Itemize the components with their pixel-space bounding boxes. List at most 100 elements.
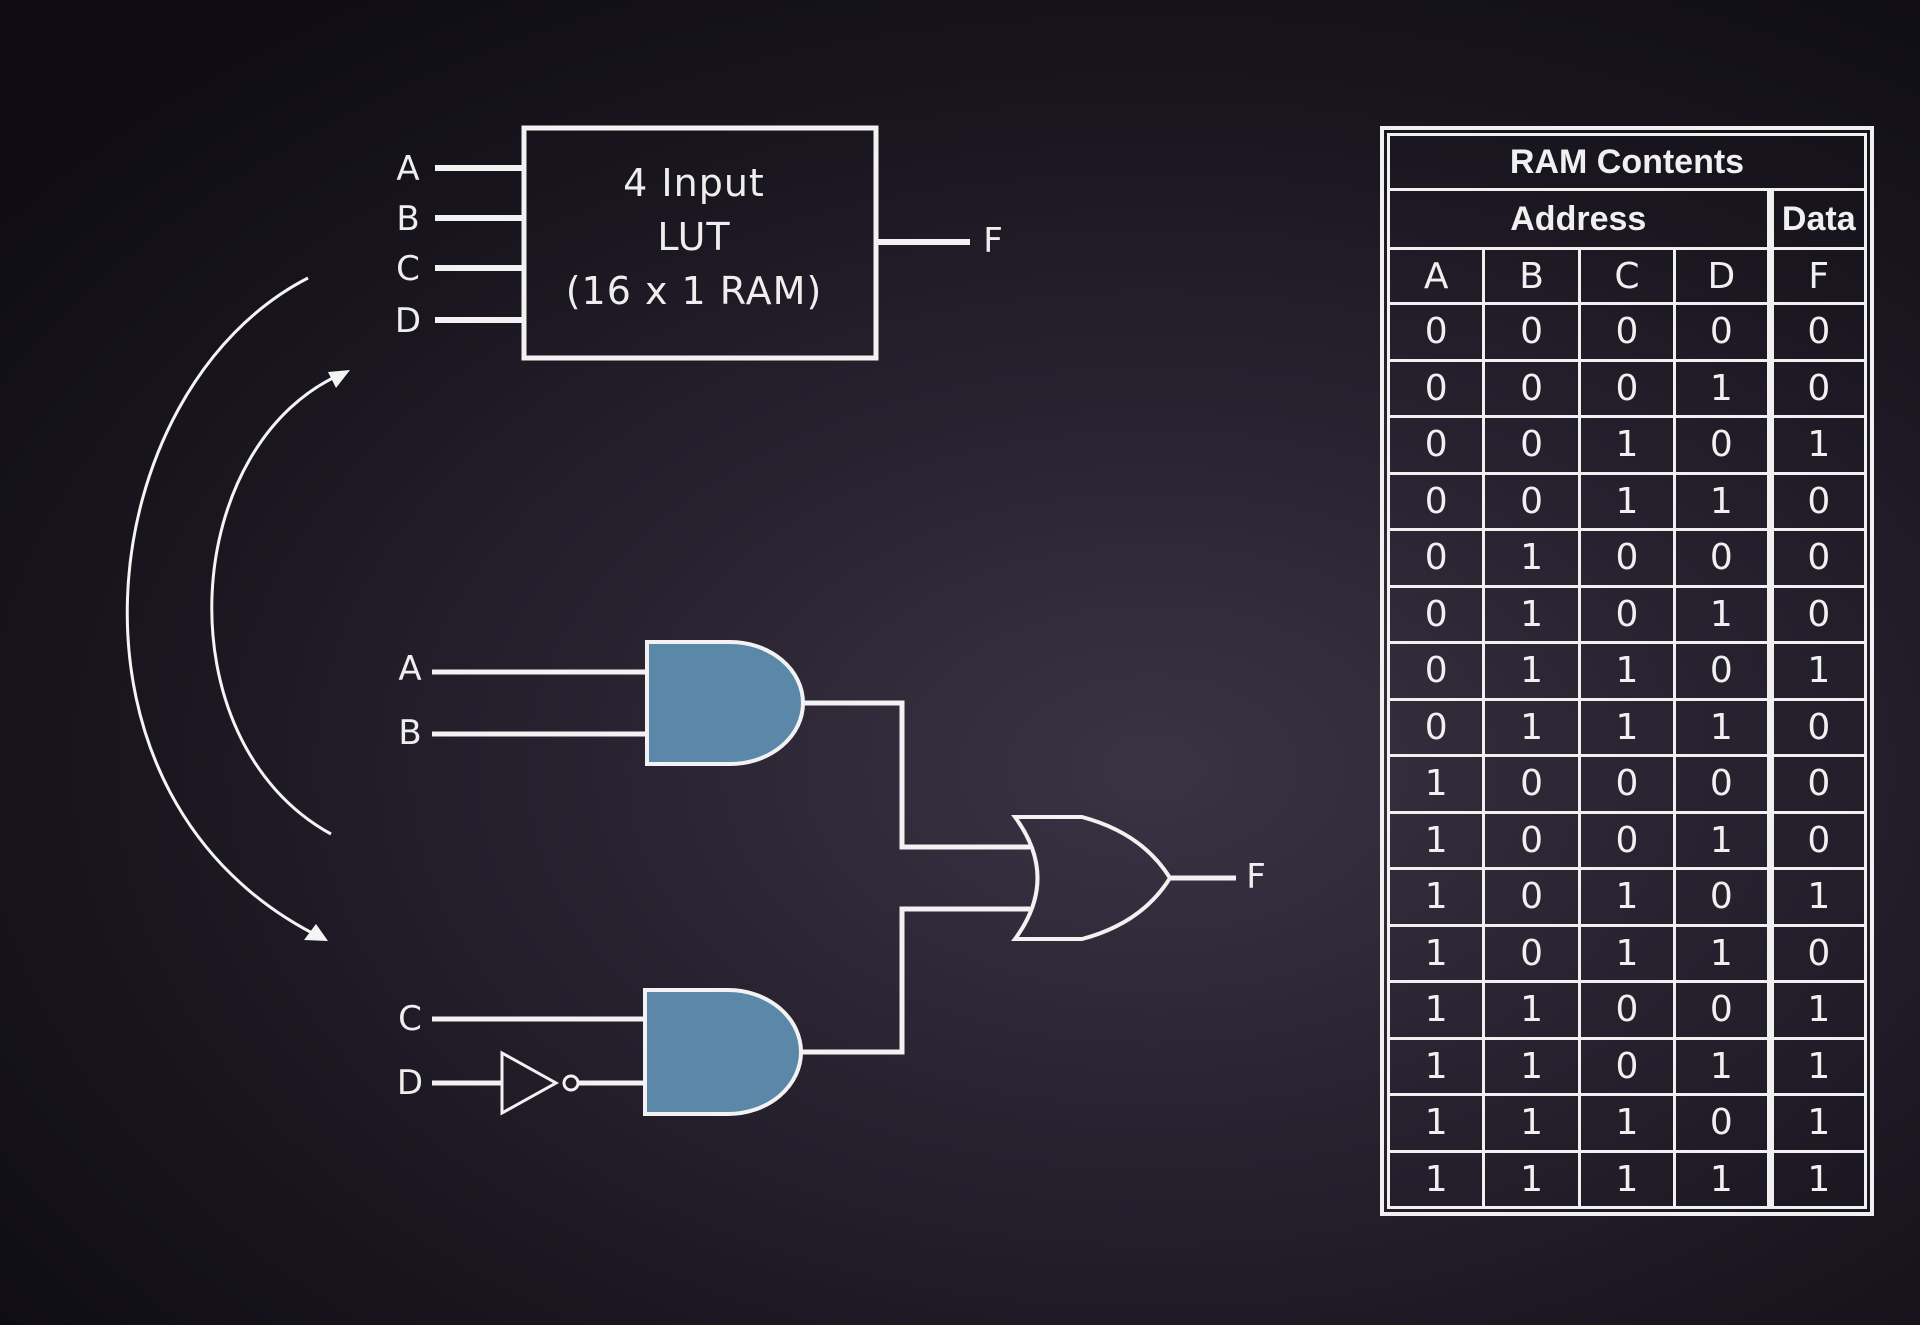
table-cell: 0	[1577, 754, 1677, 814]
table-cell: 1	[1673, 358, 1774, 418]
table-cell: 1	[1673, 1149, 1774, 1209]
table-cell: 1	[1577, 415, 1677, 475]
table-cell: 0	[1386, 641, 1486, 701]
arrowhead-to-lut	[328, 370, 350, 388]
table-cell: 0	[1482, 867, 1581, 927]
table-cell: 1	[1386, 923, 1486, 983]
ram-table-title: RAM Contents	[1387, 133, 1867, 191]
table-cell: 1	[1673, 810, 1774, 870]
table-cell: 0	[1768, 923, 1868, 983]
col-header-f: F	[1768, 247, 1868, 305]
table-cell: 1	[1386, 1149, 1486, 1209]
table-cell: 0	[1482, 471, 1581, 531]
table-cell: 1	[1673, 471, 1774, 531]
address-header: Address	[1387, 188, 1774, 250]
inverter-bubble	[562, 1074, 580, 1092]
table-cell: 0	[1386, 584, 1486, 644]
table-cell: 1	[1386, 810, 1486, 870]
table-cell: 0	[1577, 358, 1677, 418]
table-cell: 1	[1482, 697, 1581, 757]
table-cell: 1	[1673, 1036, 1774, 1096]
table-cell: 0	[1386, 415, 1486, 475]
table-cell: 0	[1673, 302, 1774, 362]
lut-input-c-label: C	[396, 249, 420, 289]
table-cell: 1	[1386, 1036, 1486, 1096]
or-gate	[1011, 815, 1173, 941]
table-cell: 0	[1577, 302, 1677, 362]
table-cell: 0	[1577, 980, 1677, 1040]
table-cell: 1	[1482, 1093, 1581, 1153]
gate-circuit: A B C D F	[397, 640, 1266, 1116]
table-cell: 0	[1768, 471, 1868, 531]
table-cell: 1	[1673, 584, 1774, 644]
gate-input-d-label: D	[397, 1063, 423, 1103]
gate-output-f-label: F	[1246, 857, 1266, 897]
table-cell: 1	[1482, 528, 1581, 588]
table-cell: 0	[1577, 810, 1677, 870]
arc-arrow-to-lut	[210, 370, 347, 836]
table-cell: 1	[1768, 867, 1868, 927]
table-cell: 0	[1673, 1093, 1774, 1153]
table-cell: 1	[1386, 867, 1486, 927]
table-cell: 0	[1673, 415, 1774, 475]
lut-input-a-label: A	[396, 149, 419, 189]
col-header-c: C	[1577, 247, 1677, 305]
lut-input-d-label: D	[395, 301, 421, 341]
col-header-a: A	[1386, 247, 1486, 305]
table-cell: 1	[1482, 1149, 1581, 1209]
wire-and-top-to-or	[803, 700, 1030, 850]
and-gate-top	[645, 640, 805, 766]
table-cell: 1	[1386, 1093, 1486, 1153]
table-cell: 1	[1768, 980, 1868, 1040]
table-cell: 0	[1768, 358, 1868, 418]
table-cell: 1	[1768, 1149, 1868, 1209]
table-cell: 0	[1768, 697, 1868, 757]
table-cell: 0	[1673, 641, 1774, 701]
table-cell: 1	[1768, 641, 1868, 701]
table-cell: 0	[1482, 754, 1581, 814]
table-cell: 1	[1386, 980, 1486, 1040]
lut-output-f-label: F	[983, 221, 1003, 261]
table-cell: 0	[1673, 867, 1774, 927]
table-cell: 0	[1673, 528, 1774, 588]
data-header: Data	[1768, 188, 1868, 250]
table-cell: 1	[1768, 1093, 1868, 1153]
table-cell: 1	[1673, 697, 1774, 757]
table-cell: 1	[1768, 415, 1868, 475]
table-cell: 0	[1768, 584, 1868, 644]
table-cell: 0	[1577, 584, 1677, 644]
table-cell: 1	[1577, 697, 1677, 757]
table-cell: 1	[1482, 1036, 1581, 1096]
table-cell: 1	[1482, 980, 1581, 1040]
table-cell: 1	[1386, 754, 1486, 814]
table-cell: 0	[1482, 302, 1581, 362]
table-cell: 0	[1673, 754, 1774, 814]
equivalence-arrows	[125, 276, 350, 941]
inverter-gate	[500, 1050, 560, 1116]
lut-title-line3: (16 x 1 RAM)	[566, 269, 823, 313]
gate-input-b-label: B	[398, 713, 421, 753]
gate-input-c-label: C	[398, 999, 422, 1039]
table-cell: 0	[1577, 1036, 1677, 1096]
table-cell: 1	[1577, 471, 1677, 531]
table-cell: 0	[1673, 980, 1774, 1040]
table-cell: 1	[1768, 1036, 1868, 1096]
arrowhead-to-gates	[304, 924, 328, 941]
table-cell: 1	[1577, 1149, 1677, 1209]
